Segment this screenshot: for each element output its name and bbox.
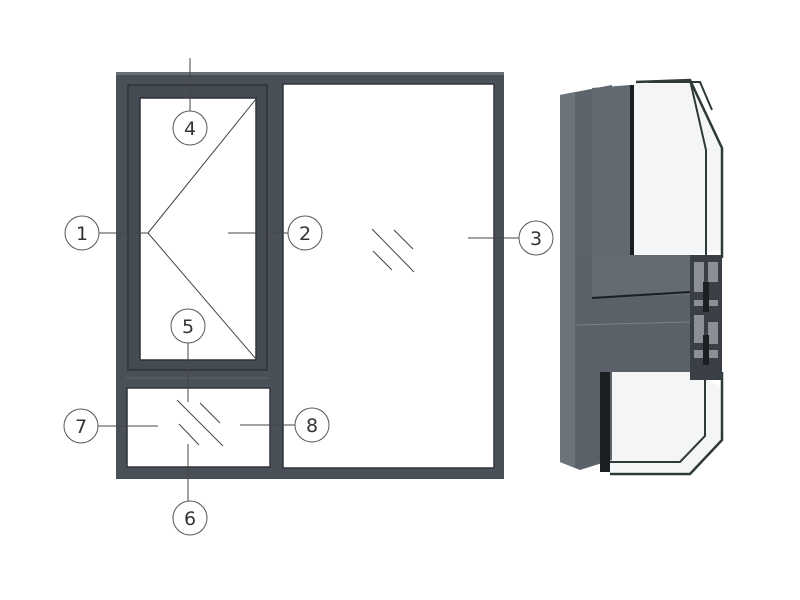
svg-text:8: 8: [306, 415, 318, 437]
svg-text:5: 5: [182, 316, 194, 338]
svg-text:1: 1: [76, 223, 88, 245]
callout-6: 6: [172, 500, 208, 536]
callout-5: 5: [170, 308, 206, 344]
callout-8: 8: [294, 407, 330, 443]
lower-glass-pane: [126, 387, 271, 468]
callout-3: 3: [518, 220, 554, 256]
glass-mark-main: [371, 228, 415, 273]
callout-1: 1: [64, 215, 100, 251]
opening-line-top: [147, 98, 257, 234]
profile-section-image: [560, 78, 724, 476]
fixed-glass-pane: [283, 84, 494, 468]
fixed-glass-bead: [282, 83, 495, 469]
callout-2: 2: [287, 215, 323, 251]
svg-text:7: 7: [75, 416, 87, 438]
opening-line-bottom: [147, 232, 257, 360]
outer-frame-highlight: [116, 72, 504, 75]
svg-text:4: 4: [184, 118, 196, 140]
callout-4: 4: [172, 110, 208, 146]
svg-text:2: 2: [299, 223, 311, 245]
callout-7: 7: [63, 408, 99, 444]
glass-mark-lower: [176, 399, 224, 447]
svg-text:6: 6: [184, 508, 196, 530]
svg-text:3: 3: [530, 228, 542, 250]
